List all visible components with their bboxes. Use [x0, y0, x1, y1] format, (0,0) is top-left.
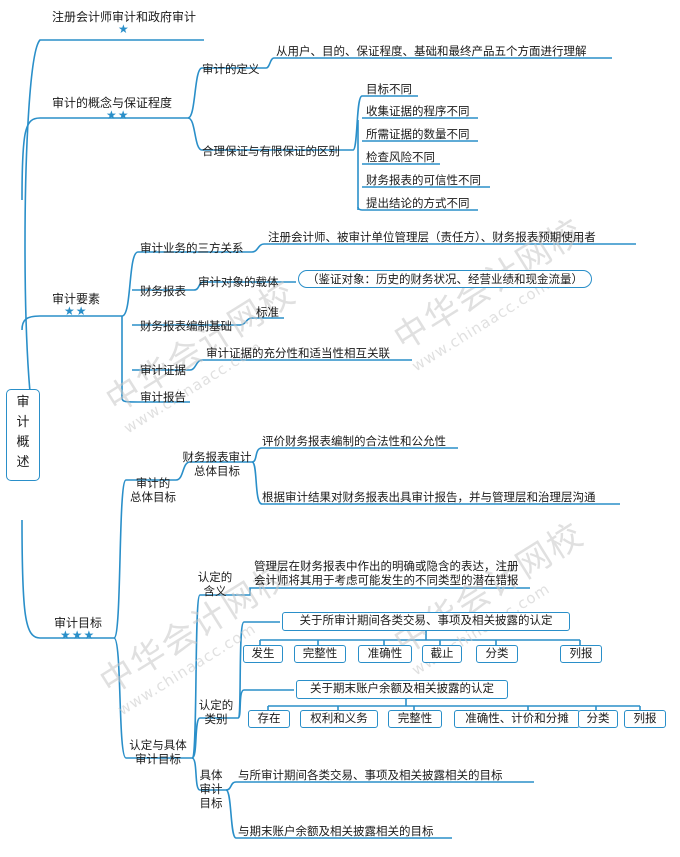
assurance-item: 收集证据的程序不同 — [366, 104, 470, 118]
assertion-meaning-label[interactable]: 认定的 含义 — [197, 570, 233, 598]
root-label: 审计概述 — [16, 395, 30, 470]
financial-statements-label[interactable]: 财务报表 — [140, 284, 186, 298]
assurance-object-note: （鉴证对象：历史的财务状况、经营业绩和现金流量） — [298, 270, 592, 288]
specific-objective-2: 与期末账户余额及相关披露相关的目标 — [238, 824, 434, 838]
audit-object-carrier: 审计对象的载体 — [198, 275, 279, 289]
balance-assertions-title[interactable]: 关于期末账户余额及相关披露的认定 — [296, 680, 508, 699]
assertion-box[interactable]: 准确性 — [358, 645, 412, 663]
star-rating: ★★★ — [60, 628, 96, 642]
assertion-box[interactable]: 分类 — [578, 710, 618, 728]
assertion-meaning-text: 管理层在财务报表中作出的明确或隐含的表达，注册 会计师将其用于考虑可能发生的不同… — [254, 559, 519, 587]
assertion-types-label[interactable]: 认定的 类别 — [198, 698, 234, 726]
assertion-box[interactable]: 列报 — [560, 645, 602, 663]
overall-objective-1: 评价财务报表编制的合法性和公允性 — [262, 434, 446, 448]
audit-report-label[interactable]: 审计报告 — [140, 390, 186, 404]
assertion-box[interactable]: 准确性、计价和分摊 — [454, 710, 580, 728]
star-rating: ★★ — [106, 108, 130, 122]
overall-objective-2: 根据审计结果对财务报表出具审计报告，并与管理层和治理层沟通 — [262, 490, 596, 504]
assertion-box[interactable]: 分类 — [476, 645, 518, 663]
overall-objective-label[interactable]: 审计的 总体目标 — [130, 476, 176, 504]
root-node[interactable]: 审计概述 — [6, 389, 40, 481]
star-rating: ★★ — [64, 304, 88, 318]
branch-objectives-title[interactable]: 审计目标 — [54, 616, 103, 630]
assertion-box[interactable]: 发生 — [243, 645, 283, 663]
assurance-item: 目标不同 — [366, 82, 412, 96]
assurance-item: 提出结论的方式不同 — [366, 196, 470, 210]
assurance-item: 所需证据的数量不同 — [366, 127, 470, 141]
fs-basis-text: 标准 — [256, 305, 279, 319]
assertion-box[interactable]: 完整性 — [388, 710, 442, 728]
specific-objective-label[interactable]: 具体 审计 目标 — [199, 768, 223, 810]
assertion-box[interactable]: 列报 — [624, 710, 666, 728]
three-party-text: 注册会计师、被审计单位管理层（责任方）、财务报表预期使用者 — [268, 230, 596, 244]
assertion-box[interactable]: 存在 — [248, 710, 290, 728]
assurance-item: 财务报表的可信性不同 — [366, 173, 481, 187]
branch-elements-title[interactable]: 审计要素 — [52, 292, 101, 306]
branch-cpa-title[interactable]: 注册会计师审计和政府审计 — [52, 10, 197, 24]
fs-audit-overall-objective[interactable]: 财务报表审计 总体目标 — [182, 450, 252, 478]
specific-objective-1: 与所审计期间各类交易、事项及相关披露相关的目标 — [238, 768, 503, 782]
audit-definition-label[interactable]: 审计的定义 — [202, 62, 260, 76]
transaction-assertions-title[interactable]: 关于所审计期间各类交易、事项及相关披露的认定 — [282, 612, 570, 631]
star-rating: ★ — [118, 22, 130, 36]
assertion-box[interactable]: 完整性 — [294, 645, 346, 663]
branch-concept-title[interactable]: 审计的概念与保证程度 — [52, 96, 173, 110]
assurance-item: 检查风险不同 — [366, 150, 435, 164]
three-party-label[interactable]: 审计业务的三方关系 — [140, 241, 244, 255]
audit-definition-text: 从用户、目的、保证程度、基础和最终产品五个方面进行理解 — [276, 44, 587, 58]
assertion-box[interactable]: 截止 — [422, 645, 462, 663]
assurance-difference-label[interactable]: 合理保证与有限保证的区别 — [202, 144, 340, 158]
assertion-objective-label[interactable]: 认定与具体 审计目标 — [129, 738, 187, 766]
assertion-box[interactable]: 权利和义务 — [300, 710, 378, 728]
audit-evidence-text: 审计证据的充分性和适当性相互关联 — [206, 346, 390, 360]
audit-evidence-label[interactable]: 审计证据 — [140, 363, 186, 377]
fs-basis-label[interactable]: 财务报表编制基础 — [140, 319, 232, 333]
